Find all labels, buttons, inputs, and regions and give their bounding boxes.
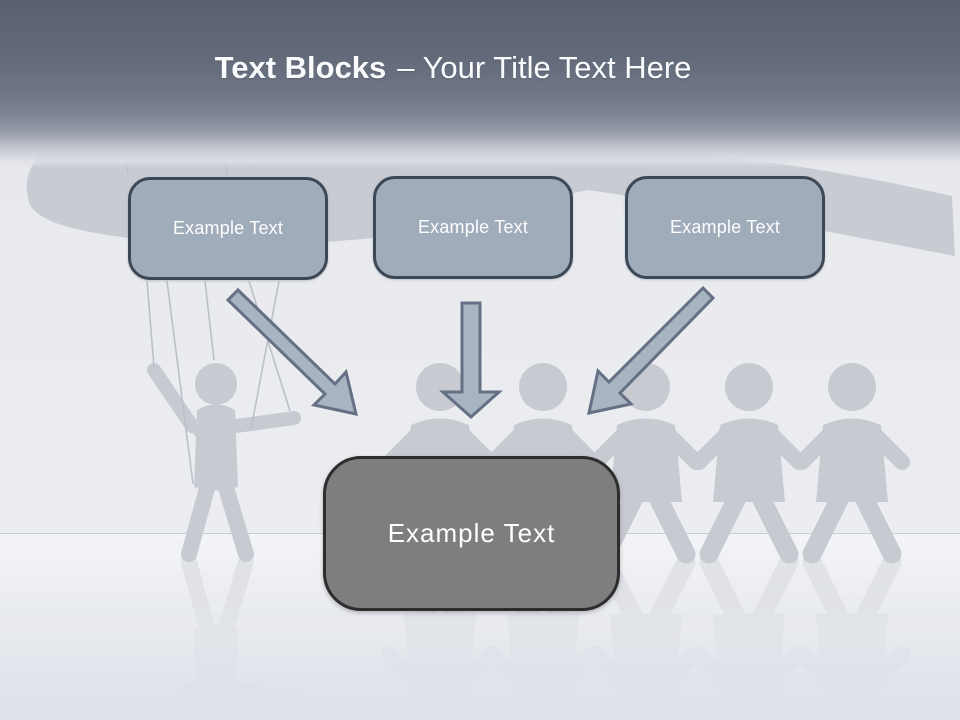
result-box-label: Example Text (387, 518, 556, 548)
arrow-down-left-icon (587, 285, 716, 415)
text-block-1-label: Example Text (172, 218, 284, 238)
result-box[interactable]: Example Text (323, 456, 620, 611)
arrow-down-right-icon (225, 287, 359, 416)
text-block-3[interactable]: Example Text (625, 176, 825, 279)
marionette-strings (120, 130, 291, 485)
text-block-2-label: Example Text (417, 217, 529, 237)
arrow-down-icon (439, 301, 503, 420)
page-title: Text Blocks – Your Title Text Here (0, 50, 933, 85)
title-bold-text: Text Blocks (214, 50, 387, 85)
text-block-2[interactable]: Example Text (373, 176, 573, 279)
text-block-3-label: Example Text (669, 217, 781, 237)
text-block-1[interactable]: Example Text (128, 177, 328, 280)
title-subtitle-text: – Your Title Text Here (397, 50, 692, 85)
